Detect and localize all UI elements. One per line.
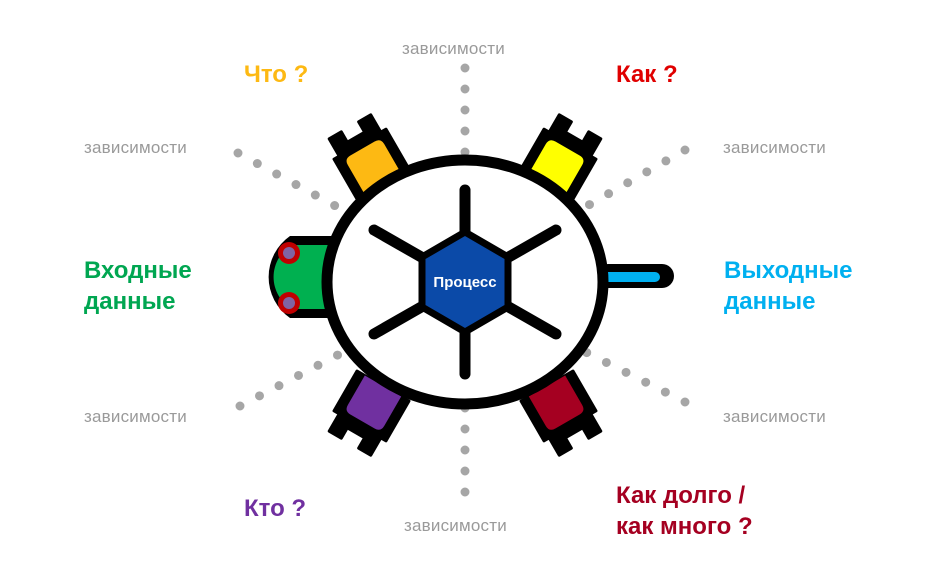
- dependency-label-lower-right: зависимости: [723, 407, 826, 426]
- dependency-label-lower-left: зависимости: [84, 407, 187, 426]
- dependency-label-upper-left: зависимости: [84, 138, 187, 157]
- dependency-label-bottom: зависимости: [404, 516, 507, 535]
- label-inputs: Входные данные: [84, 257, 192, 315]
- dependency-label-top: зависимости: [402, 39, 505, 58]
- label-who: Кто ?: [244, 495, 307, 522]
- process-label: Процесс: [433, 274, 497, 291]
- tail-outputs-fill: [600, 272, 660, 282]
- tail-outputs: [596, 264, 674, 288]
- label-how: Как ?: [616, 61, 678, 88]
- shell-spokes: [368, 184, 562, 380]
- process-hexagon: [418, 228, 512, 336]
- label-outputs: Выходные данные: [724, 257, 853, 315]
- leg-how-long: [519, 369, 603, 457]
- dependency-label-upper-right: зависимости: [723, 138, 826, 157]
- label-what: Что ?: [244, 61, 309, 88]
- label-how-long: Как долго / как много ?: [616, 482, 753, 540]
